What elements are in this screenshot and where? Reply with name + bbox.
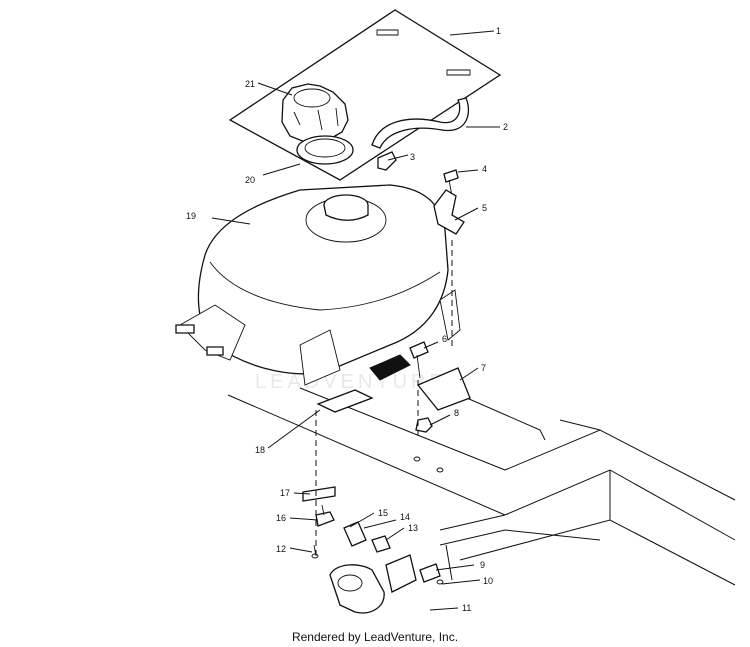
- watermark-text: LEADVENTURE: [255, 371, 447, 393]
- footer-credit: Rendered by LeadVenture, Inc.: [291, 630, 459, 644]
- callout-14: 14: [400, 512, 410, 522]
- bolt-part-upper: [443, 169, 459, 197]
- callout-6: 6: [442, 334, 447, 344]
- callout-5: 5: [482, 203, 487, 213]
- fuel-valve-assembly: [302, 486, 391, 559]
- callout-13: 13: [408, 523, 418, 533]
- lower-bracket-part: [416, 367, 471, 411]
- callout-12: 12: [276, 544, 286, 554]
- callout-10: 10: [483, 576, 493, 586]
- callout-4: 4: [482, 164, 487, 174]
- callout-9: 9: [480, 560, 485, 570]
- frame-rails: [227, 387, 736, 586]
- callout-16: 16: [276, 513, 286, 523]
- fuel-cap-part: [281, 83, 349, 143]
- callout-1: 1: [496, 26, 501, 36]
- valve-bracket-part: [385, 554, 444, 593]
- callout-3: 3: [410, 152, 415, 162]
- callout-17: 17: [280, 488, 290, 498]
- fitting-part: [377, 151, 397, 171]
- bolt-part-lower: [409, 341, 429, 379]
- callout-18: 18: [255, 445, 265, 455]
- gasket-part: [296, 135, 354, 165]
- seat-pad-part: [228, 9, 502, 181]
- knob-part: [329, 564, 385, 614]
- pad-part: [316, 389, 374, 413]
- callout-20: 20: [245, 175, 255, 185]
- callout-labels: 1 2 3 4 5 6 7 8 9 10 11 12 13 14 15 16 1…: [186, 26, 508, 613]
- callout-8: 8: [454, 408, 459, 418]
- callout-7: 7: [481, 363, 486, 373]
- leader-lines: [211, 30, 500, 611]
- fuel-hose-part: [371, 97, 470, 149]
- callout-11: 11: [462, 603, 471, 613]
- callout-19: 19: [186, 211, 196, 221]
- callout-15: 15: [378, 508, 388, 518]
- callout-2: 2: [503, 122, 508, 132]
- callout-21: 21: [245, 79, 255, 89]
- nut-part: [415, 417, 433, 433]
- fuel-tank-part: [175, 184, 461, 386]
